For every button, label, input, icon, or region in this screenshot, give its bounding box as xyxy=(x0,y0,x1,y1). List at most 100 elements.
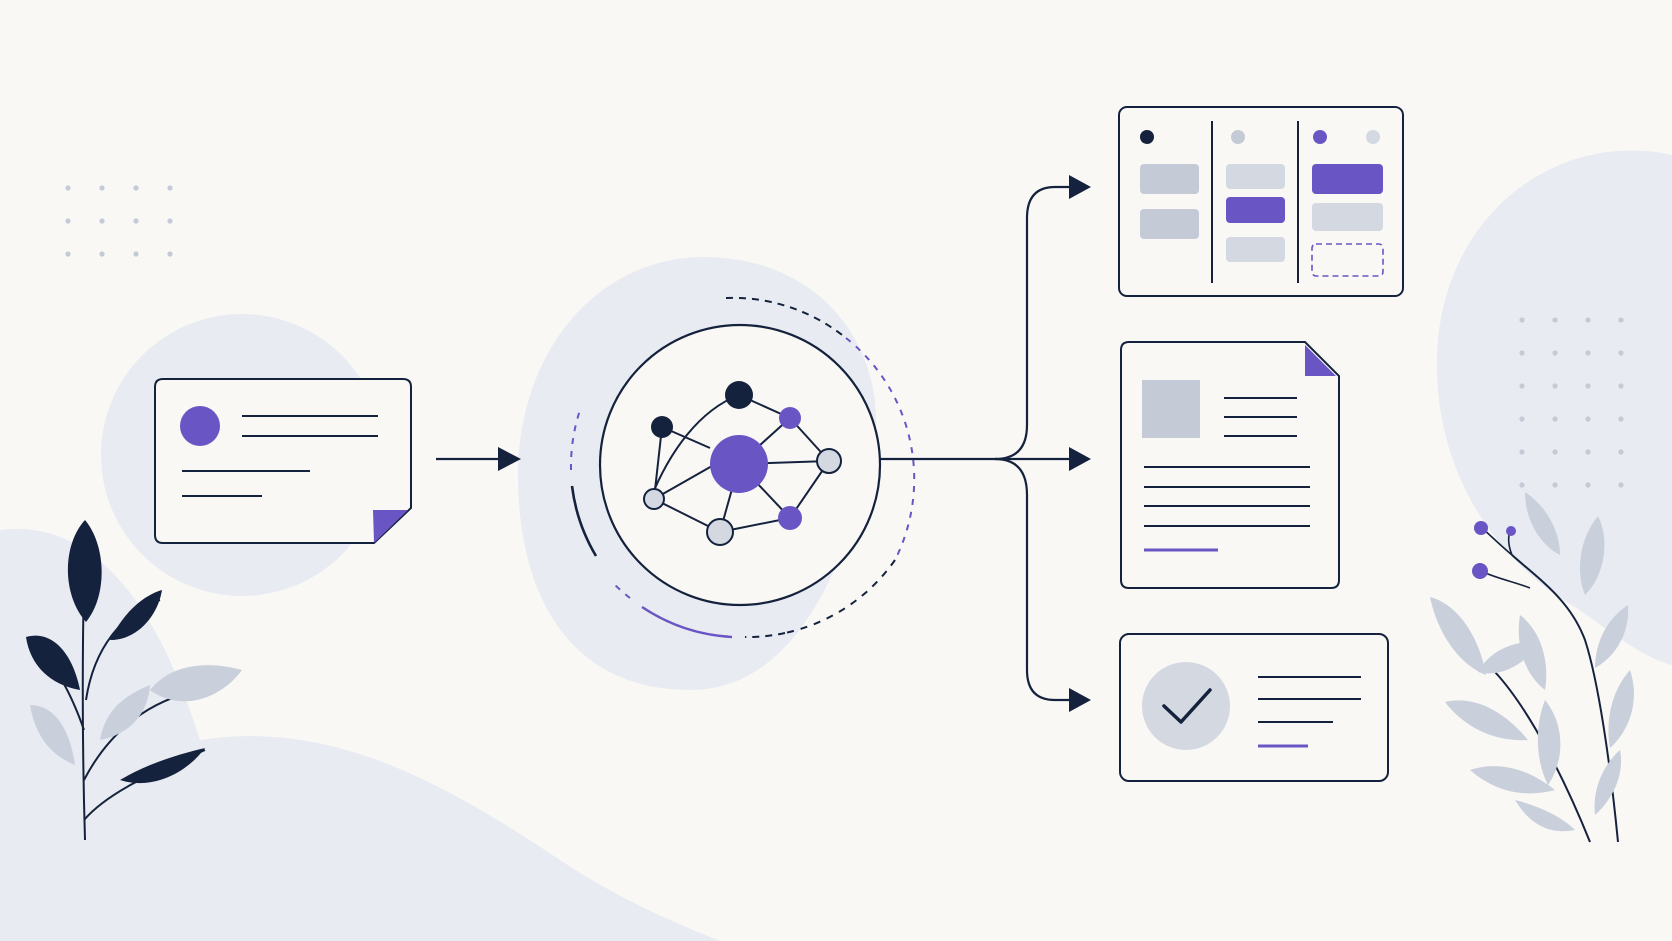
column-status-dot xyxy=(1366,130,1380,144)
task-card xyxy=(1226,164,1285,189)
leaf-icon xyxy=(1515,800,1575,832)
graph-node-core xyxy=(710,435,768,493)
checkmark-icon xyxy=(1162,688,1212,724)
decor-dot xyxy=(167,251,173,257)
decor-dot xyxy=(1552,350,1558,356)
leaf-icon xyxy=(1478,641,1540,674)
berry-icon xyxy=(1474,521,1488,535)
decor-dot xyxy=(1519,317,1525,323)
dot-grid-right xyxy=(1519,317,1624,488)
task-card xyxy=(1140,164,1199,194)
decor-dot xyxy=(167,185,173,191)
decor-dot xyxy=(133,218,139,224)
decor-dot xyxy=(1552,449,1558,455)
task-card xyxy=(1226,197,1285,223)
decor-dot xyxy=(1618,350,1624,356)
decor-dot xyxy=(1585,416,1591,422)
decor-dot xyxy=(65,251,71,257)
decor-dot xyxy=(1618,482,1624,488)
page-corner-fold-icon xyxy=(1305,345,1336,376)
graph-node xyxy=(778,506,802,530)
image-placeholder-icon xyxy=(1142,380,1200,438)
graph-node xyxy=(779,407,801,429)
decor-dot xyxy=(99,185,105,191)
decor-dot xyxy=(65,185,71,191)
decor-dot xyxy=(1618,317,1624,323)
check-badge xyxy=(1142,662,1230,750)
decor-dot xyxy=(1618,416,1624,422)
decor-dot xyxy=(1585,350,1591,356)
leaf-icon xyxy=(67,520,102,622)
kanban-board-card xyxy=(1118,106,1404,297)
decor-dot xyxy=(99,218,105,224)
leaf-icon xyxy=(120,748,205,784)
leaf-icon xyxy=(30,705,75,765)
leaf-icon xyxy=(150,665,242,702)
graph-node xyxy=(725,381,753,409)
column-status-dot xyxy=(1313,130,1327,144)
berry-icon xyxy=(1506,526,1516,536)
document-card xyxy=(1120,341,1340,589)
decor-dot xyxy=(1519,482,1525,488)
page-corner-fold-icon xyxy=(373,510,408,543)
leaf-icon xyxy=(1470,766,1555,794)
dot-grid-left xyxy=(65,185,173,257)
task-card xyxy=(1140,209,1199,239)
leaf-icon xyxy=(26,635,80,690)
leaf-icon xyxy=(100,685,150,740)
verified-card xyxy=(1119,633,1389,782)
decor-dot xyxy=(1585,383,1591,389)
orbit-ring-arc xyxy=(641,606,733,639)
decor-dot xyxy=(1618,383,1624,389)
task-card-placeholder xyxy=(1311,243,1384,277)
decor-dot xyxy=(1552,482,1558,488)
decor-dot xyxy=(1585,449,1591,455)
decor-dot xyxy=(133,251,139,257)
orbit-ring-dashed xyxy=(744,632,786,639)
graph-node xyxy=(706,518,734,546)
network-graph-icon xyxy=(643,381,842,546)
background-blob-right xyxy=(1436,150,1672,665)
flow-arrow-input-to-hub xyxy=(436,447,521,471)
decor-dot xyxy=(133,185,139,191)
decor-dot xyxy=(167,218,173,224)
orbit-ring-dashed xyxy=(784,559,896,634)
flow-branch-connector xyxy=(880,175,1091,712)
column-status-dot xyxy=(1231,130,1245,144)
orbit-ring-arc xyxy=(570,485,598,557)
arrow-head-icon xyxy=(1069,447,1091,471)
avatar-icon xyxy=(180,406,220,446)
task-card xyxy=(1312,203,1383,231)
leaf-icon xyxy=(1579,516,1605,595)
decor-dot xyxy=(1519,350,1525,356)
leaf-icon xyxy=(1518,615,1547,690)
leaf-icon xyxy=(1525,492,1560,555)
leaf-icon xyxy=(1537,700,1561,785)
plant-left xyxy=(26,520,242,841)
arrow-head-icon xyxy=(1069,175,1091,199)
orbit-ring-dashed xyxy=(725,296,847,339)
decor-dot xyxy=(99,251,105,257)
decor-dot xyxy=(1552,383,1558,389)
decor-dot xyxy=(1519,449,1525,455)
orbit-ring-dashed xyxy=(569,409,581,471)
graph-node xyxy=(643,488,665,510)
arrow-head-icon xyxy=(1069,688,1091,712)
orbit-ring-dashed xyxy=(845,337,916,561)
decor-dot xyxy=(1519,416,1525,422)
leaf-icon xyxy=(1595,605,1629,668)
orbit-ring-dashed xyxy=(611,581,631,599)
leaf-icon xyxy=(110,590,162,640)
graph-node xyxy=(816,448,842,474)
task-card xyxy=(1226,237,1285,262)
leaf-icon xyxy=(1608,670,1634,748)
knowledge-graph-hub xyxy=(569,296,916,639)
decor-dot xyxy=(1552,416,1558,422)
input-card-frame xyxy=(154,378,412,544)
graph-node xyxy=(651,416,673,438)
leaf-icon xyxy=(1594,750,1622,815)
background-blob-bottom xyxy=(0,528,720,941)
task-card xyxy=(1312,164,1383,194)
berry-icon xyxy=(1472,563,1488,579)
